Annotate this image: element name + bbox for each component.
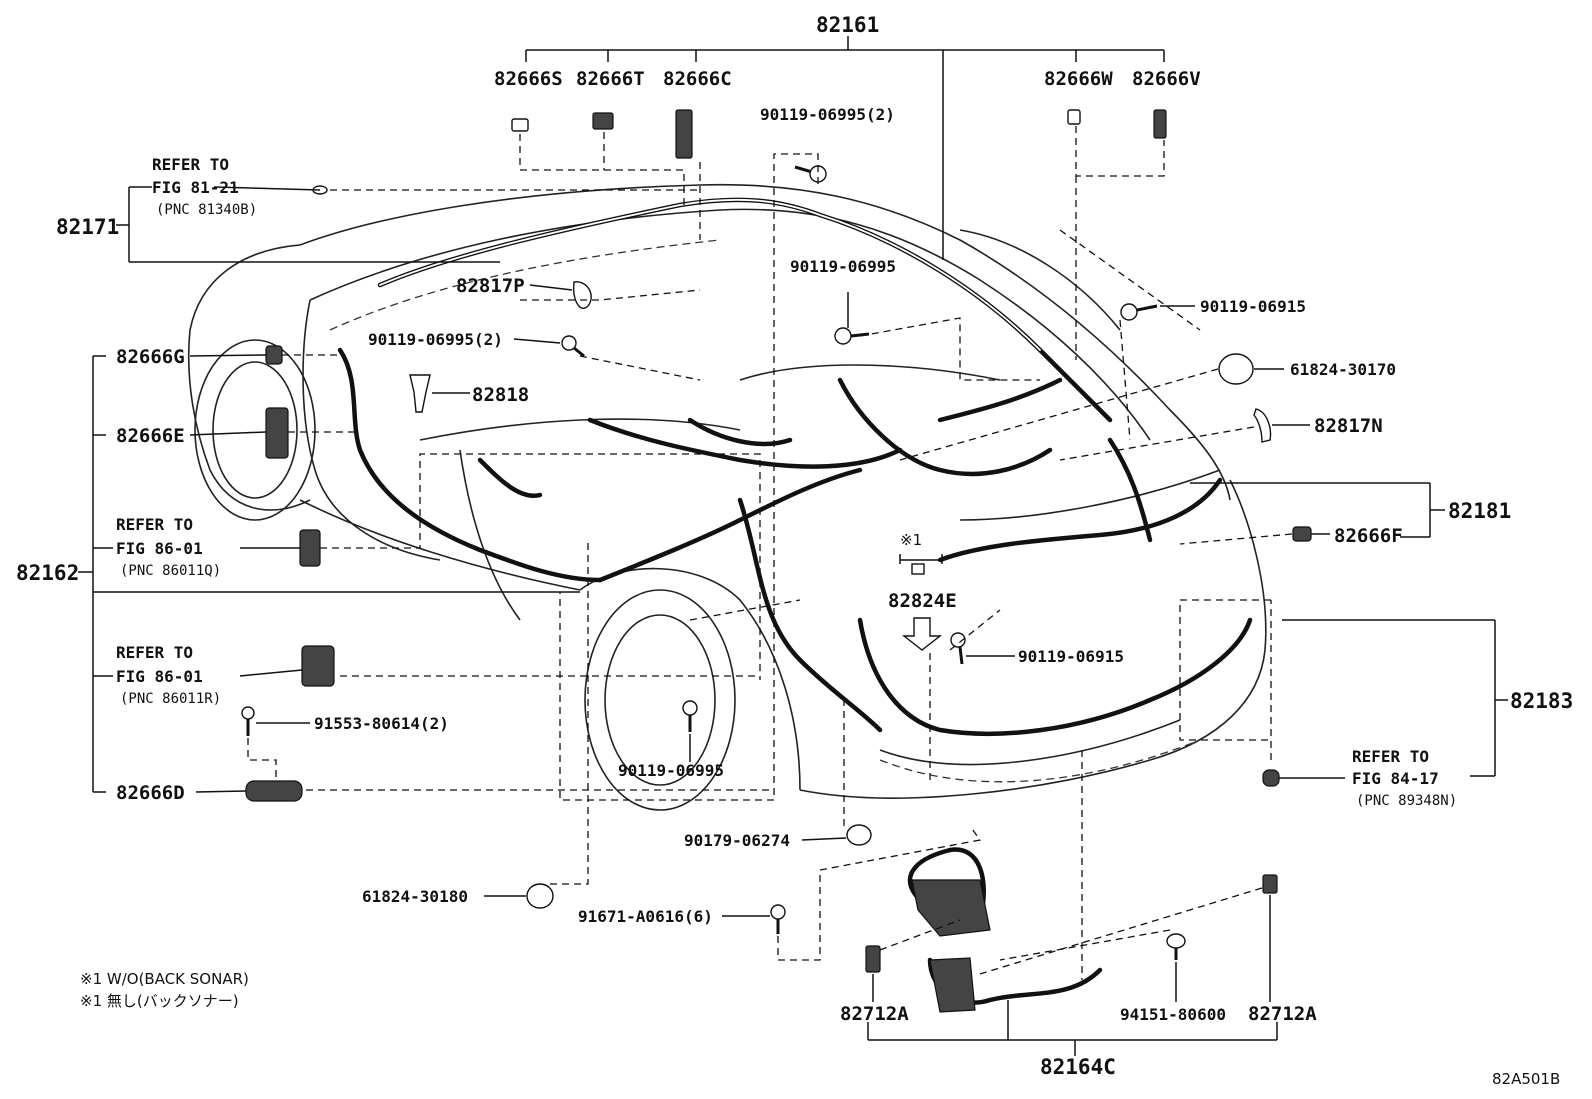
label-82171: 82171	[56, 215, 119, 239]
connector-86011R	[301, 645, 335, 687]
label-90119-06995-low: 90119-06995	[618, 761, 724, 780]
grommet-90179-06274	[846, 824, 872, 846]
label-82712A-left: 82712A	[840, 1003, 909, 1025]
refer-to-1: REFER TO	[152, 155, 229, 174]
label-82818: 82818	[472, 384, 529, 406]
label-82666W: 82666W	[1044, 68, 1113, 90]
harness-bracket-82164C	[911, 879, 991, 937]
label-82824E: 82824E	[888, 590, 957, 612]
clip-82818	[409, 374, 431, 413]
fig-84-17: FIG 84-17	[1352, 769, 1439, 788]
label-82666C: 82666C	[663, 68, 732, 90]
dashed-reference-lines	[247, 126, 1293, 980]
pnc-86011q: (PNC 86011Q)	[120, 563, 221, 579]
clip-82666W	[1067, 109, 1081, 125]
bolt-90119-06995-mid	[834, 327, 870, 345]
clip-82817N	[1253, 408, 1272, 443]
label-82666F: 82666F	[1334, 525, 1403, 547]
bolt-91553-80614	[241, 706, 255, 736]
clip-82817P	[572, 281, 592, 309]
pnc-86011r: (PNC 86011R)	[120, 691, 221, 707]
leader-lines	[78, 36, 1508, 1056]
label-82164C: 82164C	[1040, 1055, 1116, 1079]
label-82666G: 82666G	[116, 346, 185, 368]
clip-82712A-right	[1262, 874, 1278, 894]
part-labels: 82161 82666S 82666T 82666C 82666W 82666V…	[16, 13, 1573, 1088]
pnc-89348n: (PNC 89348N)	[1356, 793, 1457, 809]
label-90119-06915-top: 90119-06915	[1200, 297, 1306, 316]
bolt-90119-06915-top	[1120, 303, 1158, 321]
label-94151-80600: 94151-80600	[1120, 1005, 1226, 1024]
label-90119-06915-mid: 90119-06915	[1018, 647, 1124, 666]
clip-89348N	[1262, 769, 1280, 787]
clip-82666C	[675, 109, 693, 159]
label-82666E: 82666E	[116, 425, 185, 447]
bolt-91671-A0616	[770, 904, 786, 934]
label-90179-06274: 90179-06274	[684, 831, 790, 850]
label-61824-30170: 61824-30170	[1290, 360, 1396, 379]
figure-code: 82A501B	[1492, 1070, 1560, 1088]
clip-82666E	[265, 407, 289, 459]
clip-82666V	[1153, 109, 1167, 139]
grommet-61824-30170	[1218, 353, 1254, 385]
arrow-82824E	[901, 617, 943, 651]
label-82666V: 82666V	[1132, 68, 1201, 90]
bolt-90119-06995-top	[794, 165, 827, 183]
bolt-90119-06995-2-mid	[561, 335, 585, 358]
fig-81-21: FIG 81-21	[152, 178, 239, 197]
label-90119-06995-mid: 90119-06995	[790, 257, 896, 276]
clip-82666S	[511, 118, 529, 132]
label-82817P: 82817P	[456, 275, 525, 297]
fig-86-01-a: FIG 86-01	[116, 539, 203, 558]
label-82183: 82183	[1510, 689, 1573, 713]
pnc-81340b: (PNC 81340B)	[156, 202, 257, 218]
note-english: ※1 W/O(BACK SONAR)	[80, 970, 249, 988]
label-90119-06995-2-mid: 90119-06995(2)	[368, 330, 503, 349]
label-82162: 82162	[16, 561, 79, 585]
refer-to-3: REFER TO	[116, 643, 193, 662]
bolt-90119-06995-low	[682, 700, 698, 732]
wire-harnesses	[337, 197, 1253, 1005]
label-82712A-right: 82712A	[1248, 1003, 1317, 1025]
label-90119-06995-2-top: 90119-06995(2)	[760, 105, 895, 124]
label-82181: 82181	[1448, 499, 1511, 523]
refer-to-4: REFER TO	[1352, 747, 1429, 766]
grommet-61824-30180	[526, 883, 554, 909]
label-61824-30180: 61824-30180	[362, 887, 468, 906]
clip-82712A-left	[865, 945, 881, 973]
label-82161: 82161	[816, 13, 879, 37]
note-japanese: ※1 無し(バックソナー)	[80, 992, 239, 1010]
harness-bracket-82164C-lower	[929, 957, 976, 1013]
bracket-82666D	[245, 780, 303, 802]
clip-94151-80600	[1166, 933, 1186, 960]
label-82666T: 82666T	[576, 68, 645, 90]
connector-82824E	[911, 563, 925, 575]
connector-86011Q	[299, 529, 321, 567]
fig-86-01-b: FIG 86-01	[116, 667, 203, 686]
label-82666S: 82666S	[494, 68, 563, 90]
bolt-90119-06915-mid	[950, 632, 966, 665]
label-91671-A0616: 91671-A0616(6)	[578, 907, 713, 926]
label-82666D: 82666D	[116, 782, 185, 804]
label-91553-80614: 91553-80614(2)	[314, 714, 449, 733]
refer-to-2: REFER TO	[116, 515, 193, 534]
clip-82666G	[265, 345, 283, 365]
note-marker-1: ※1	[900, 531, 922, 549]
label-82817N: 82817N	[1314, 415, 1383, 437]
clip-82666T	[592, 112, 614, 130]
small-parts	[241, 109, 1312, 1013]
clip-82666F	[1292, 526, 1312, 542]
